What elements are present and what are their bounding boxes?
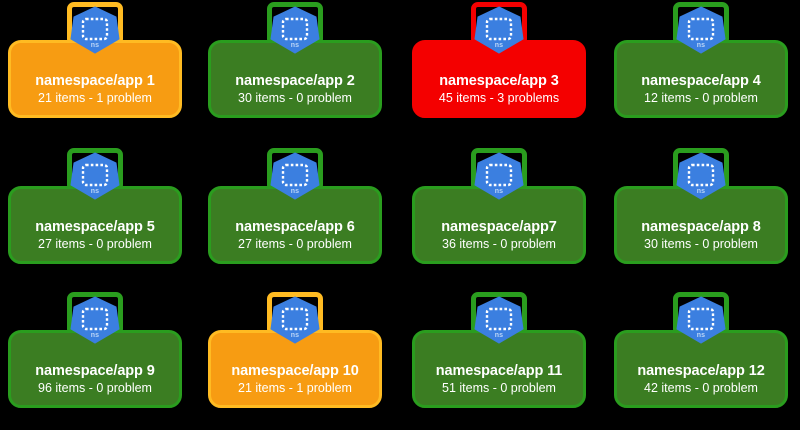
namespace-card[interactable]: ns namespace/app 9 96 items - 0 problem bbox=[0, 290, 190, 430]
namespace-card-title: namespace/app 9 bbox=[35, 363, 155, 380]
namespace-card[interactable]: ns namespace/app7 36 items - 0 problem bbox=[404, 146, 594, 286]
namespace-card-title: namespace/app 3 bbox=[439, 73, 559, 90]
namespace-card[interactable]: ns namespace/app 10 21 items - 1 problem bbox=[200, 290, 390, 430]
namespace-icon: ns bbox=[676, 6, 726, 58]
namespace-card-title: namespace/app7 bbox=[441, 219, 557, 236]
namespace-card-subtitle: 21 items - 1 problem bbox=[238, 381, 352, 395]
namespace-card[interactable]: ns namespace/app 4 12 items - 0 problem bbox=[606, 0, 796, 140]
namespace-card[interactable]: ns namespace/app 2 30 items - 0 problem bbox=[200, 0, 390, 140]
namespace-icon: ns bbox=[270, 6, 320, 58]
namespace-card-subtitle: 96 items - 0 problem bbox=[38, 381, 152, 395]
namespace-card-title: namespace/app 10 bbox=[231, 363, 359, 380]
namespace-card-subtitle: 30 items - 0 problem bbox=[238, 91, 352, 105]
namespace-card[interactable]: ns namespace/app 3 45 items - 3 problems bbox=[404, 0, 594, 140]
namespace-icon: ns bbox=[474, 152, 524, 204]
namespace-card-title: namespace/app 4 bbox=[641, 73, 761, 90]
namespace-card-title: namespace/app 8 bbox=[641, 219, 761, 236]
namespace-card-subtitle: 45 items - 3 problems bbox=[438, 91, 560, 105]
namespace-card-body[interactable]: namespace/app 8 30 items - 0 problem bbox=[614, 186, 788, 264]
namespace-icon: ns bbox=[270, 152, 320, 204]
namespace-icon: ns bbox=[676, 296, 726, 348]
namespace-icon: ns bbox=[474, 6, 524, 58]
namespace-icon: ns bbox=[474, 296, 524, 348]
namespace-card[interactable]: ns namespace/app 6 27 items - 0 problem bbox=[200, 146, 390, 286]
namespace-card[interactable]: ns namespace/app 12 42 items - 0 problem bbox=[606, 290, 796, 430]
namespace-card-subtitle: 21 items - 1 problem bbox=[38, 91, 152, 105]
namespace-card-title: namespace/app 5 bbox=[35, 219, 155, 236]
namespace-card[interactable]: ns namespace/app 11 51 items - 0 problem bbox=[404, 290, 594, 430]
namespace-card[interactable]: ns namespace/app 1 21 items - 1 problem bbox=[0, 0, 190, 140]
namespace-card-title: namespace/app 6 bbox=[235, 219, 355, 236]
namespace-card-subtitle: 27 items - 0 problem bbox=[238, 237, 352, 251]
namespace-card-title: namespace/app 11 bbox=[435, 363, 563, 380]
namespace-card[interactable]: ns namespace/app 5 27 items - 0 problem bbox=[0, 146, 190, 286]
namespace-card-subtitle: 42 items - 0 problem bbox=[644, 381, 758, 395]
namespace-icon: ns bbox=[270, 296, 320, 348]
namespace-icon: ns bbox=[70, 6, 120, 58]
namespace-card-subtitle: 36 items - 0 problem bbox=[442, 237, 556, 251]
namespace-card-subtitle: 51 items - 0 problem bbox=[442, 381, 556, 395]
namespace-card-title: namespace/app 1 bbox=[35, 73, 155, 90]
namespace-card[interactable]: ns namespace/app 8 30 items - 0 problem bbox=[606, 146, 796, 286]
namespace-card-subtitle: 12 items - 0 problem bbox=[644, 91, 758, 105]
namespace-card-subtitle: 27 items - 0 problem bbox=[38, 237, 152, 251]
namespace-icon: ns bbox=[70, 152, 120, 204]
namespace-icon: ns bbox=[70, 296, 120, 348]
namespace-card-subtitle: 30 items - 0 problem bbox=[644, 237, 758, 251]
namespace-card-title: namespace/app 2 bbox=[235, 73, 355, 90]
namespace-icon: ns bbox=[676, 152, 726, 204]
namespace-card-title: namespace/app 12 bbox=[637, 363, 765, 380]
